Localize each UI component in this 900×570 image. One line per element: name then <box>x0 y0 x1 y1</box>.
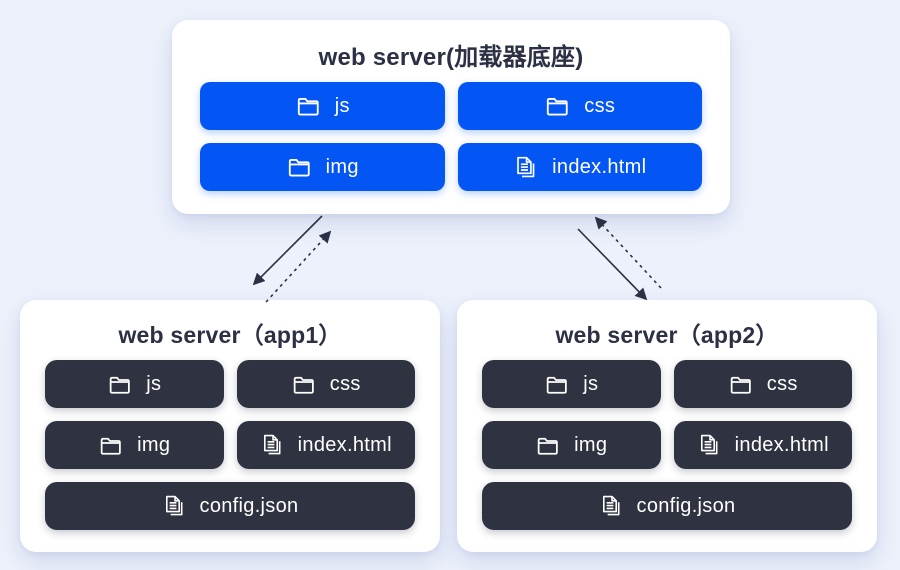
item-label: config.json <box>636 494 736 517</box>
item-label: img <box>137 433 171 456</box>
app2-server-title: web server（app2） <box>555 322 779 348</box>
base-item-img: img <box>200 143 445 191</box>
document-icon <box>599 494 623 518</box>
app1-server-title: web server（app1） <box>118 322 342 348</box>
app1-item-js: js <box>45 360 224 408</box>
arrow-base-to-app2 <box>577 228 648 301</box>
app2-server-card: web server（app2） js css img index.html c… <box>457 300 877 552</box>
item-label: js <box>583 372 599 395</box>
item-label: js <box>146 372 162 395</box>
base-item-js: js <box>200 82 445 130</box>
app2-item-img: img <box>482 421 661 469</box>
app1-item-css: css <box>236 360 415 408</box>
item-label: img <box>325 155 359 178</box>
base-server-card: web server(加载器底座) js css img index.html <box>172 20 730 214</box>
item-label: css <box>329 372 361 395</box>
arrow-base-to-app1 <box>252 215 323 286</box>
item-label: img <box>574 433 608 456</box>
document-icon <box>260 433 284 457</box>
folder-icon <box>535 433 560 458</box>
folder-icon <box>544 372 569 397</box>
app1-item-index-html: index.html <box>236 421 415 469</box>
folder-icon <box>107 372 132 397</box>
folder-icon <box>291 372 316 397</box>
item-label: index.html <box>297 433 392 456</box>
item-label: index.html <box>552 155 647 178</box>
item-label: js <box>334 94 350 117</box>
app2-item-css: css <box>673 360 852 408</box>
base-server-title: web server(加载器底座) <box>318 44 584 71</box>
folder-icon <box>544 93 570 119</box>
base-server-items: js css img index.html <box>200 82 702 191</box>
item-label: index.html <box>734 433 829 456</box>
app2-server-items: js css img index.html config.json <box>482 360 852 530</box>
arrow-app1-to-base <box>265 230 332 303</box>
base-item-index-html: index.html <box>457 143 702 191</box>
base-item-css: css <box>457 82 702 130</box>
item-label: css <box>766 372 798 395</box>
app1-item-img: img <box>45 421 224 469</box>
folder-icon <box>295 93 321 119</box>
folder-icon <box>728 372 753 397</box>
document-icon <box>513 155 538 180</box>
document-icon <box>162 494 186 518</box>
folder-icon <box>286 154 312 180</box>
app2-item-config-json: config.json <box>482 482 852 530</box>
app1-server-card: web server（app1） js css img index.html c… <box>20 300 440 552</box>
arrow-app2-to-base <box>594 216 662 289</box>
document-icon <box>697 433 721 457</box>
app1-server-items: js css img index.html config.json <box>45 360 415 530</box>
app2-item-index-html: index.html <box>673 421 852 469</box>
folder-icon <box>98 433 123 458</box>
app1-item-config-json: config.json <box>45 482 415 530</box>
item-label: config.json <box>199 494 299 517</box>
item-label: css <box>584 94 616 117</box>
app2-item-js: js <box>482 360 661 408</box>
